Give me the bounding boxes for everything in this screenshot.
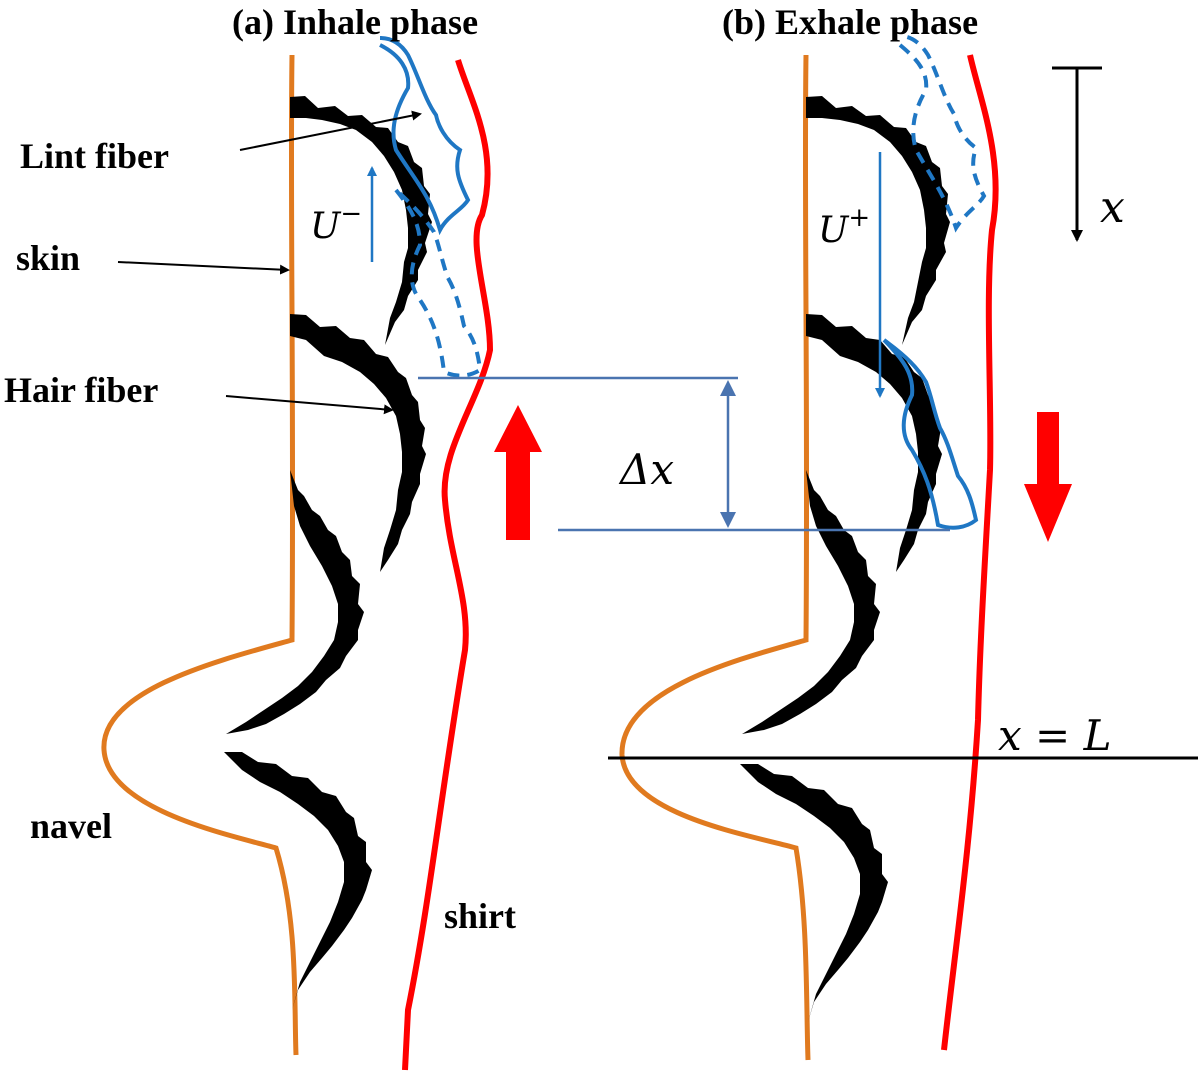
lint-fiber-leader <box>239 110 422 151</box>
hair-fiber-leader <box>225 395 394 415</box>
skin-line-b <box>619 54 811 1061</box>
skin-line-a <box>101 54 299 1056</box>
u-plus-label: U+ <box>818 203 870 251</box>
navel-label: navel <box>30 806 112 846</box>
hair-fiber-a3 <box>226 470 364 734</box>
delta-x-label: Δx <box>618 445 674 494</box>
lint-fiber-label: Lint fiber <box>20 136 169 176</box>
shirt-line-a <box>402 59 494 1071</box>
panel-b-title: (b) Exhale phase <box>722 2 978 42</box>
hair-fiber-a1 <box>290 96 432 345</box>
lint-fiber-dashed-a <box>394 188 483 378</box>
panel-b <box>608 34 1198 1061</box>
u-minus-label: U− <box>310 199 362 247</box>
exhale-motion-arrow-down <box>1024 412 1072 542</box>
delta-x-dimension <box>418 376 950 532</box>
lint-fiber-solid-a <box>379 36 471 236</box>
hair-fiber-a2 <box>290 314 426 572</box>
panel-a-title: (a) Inhale phase <box>232 2 478 42</box>
lint-fiber-solid-b <box>882 338 979 530</box>
hair-fiber-b4 <box>740 764 888 1022</box>
skin-leader <box>117 261 290 275</box>
panel-a <box>101 36 542 1071</box>
shirt-label: shirt <box>444 896 516 936</box>
lint-fiber-dashed-b <box>898 34 987 233</box>
x-axis-label: x <box>1100 182 1125 233</box>
hair-fiber-b1 <box>806 96 950 345</box>
hair-fiber-a4 <box>224 752 372 1010</box>
skin-label: skin <box>16 238 80 278</box>
hair-fiber-label: Hair fiber <box>4 370 158 410</box>
shirt-line-b <box>941 54 999 1051</box>
x-equals-l-label: x = L <box>998 711 1111 760</box>
hair-fiber-b2 <box>806 314 942 572</box>
hair-fiber-b3 <box>742 470 880 734</box>
inhale-motion-arrow-up <box>494 405 542 540</box>
